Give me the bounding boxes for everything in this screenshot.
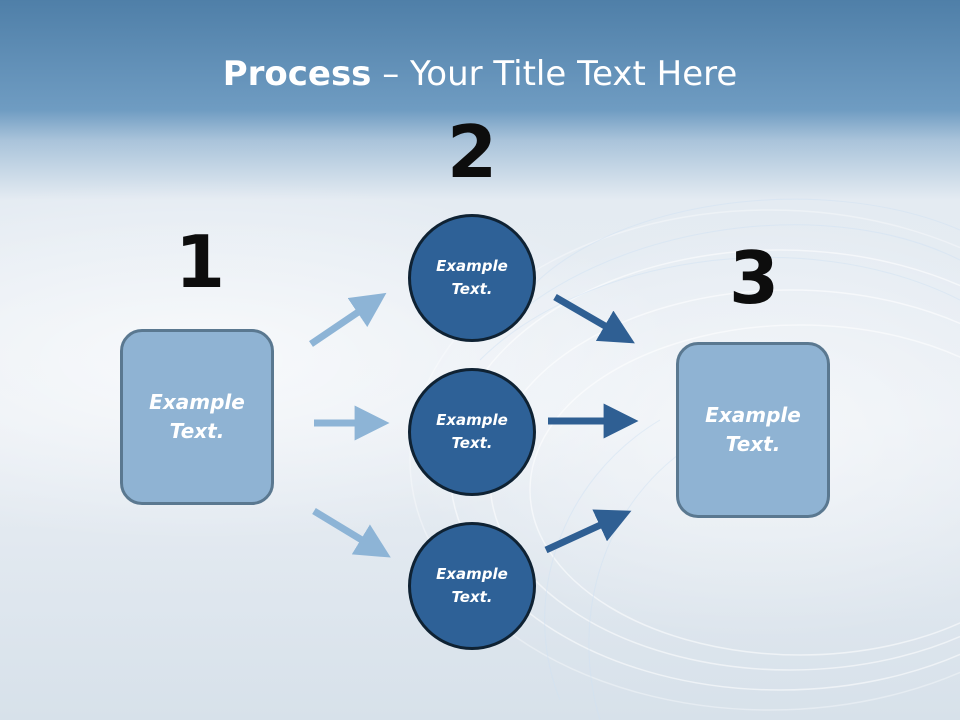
arrow-2bottom-to-3 bbox=[544, 509, 632, 554]
step-number-1: 1 bbox=[174, 220, 226, 304]
title-rest: – Your Title Text Here bbox=[371, 54, 738, 94]
title-bold: Process bbox=[222, 54, 372, 94]
step-number-3: 3 bbox=[728, 236, 780, 320]
arrow-1-to-2-bottom bbox=[312, 508, 391, 558]
arrow-1-to-2-top bbox=[309, 292, 387, 347]
slide-title: Process – Your Title Text Here bbox=[0, 52, 960, 96]
arrow-2top-to-3 bbox=[553, 293, 635, 344]
step-number-2: 2 bbox=[446, 110, 498, 194]
